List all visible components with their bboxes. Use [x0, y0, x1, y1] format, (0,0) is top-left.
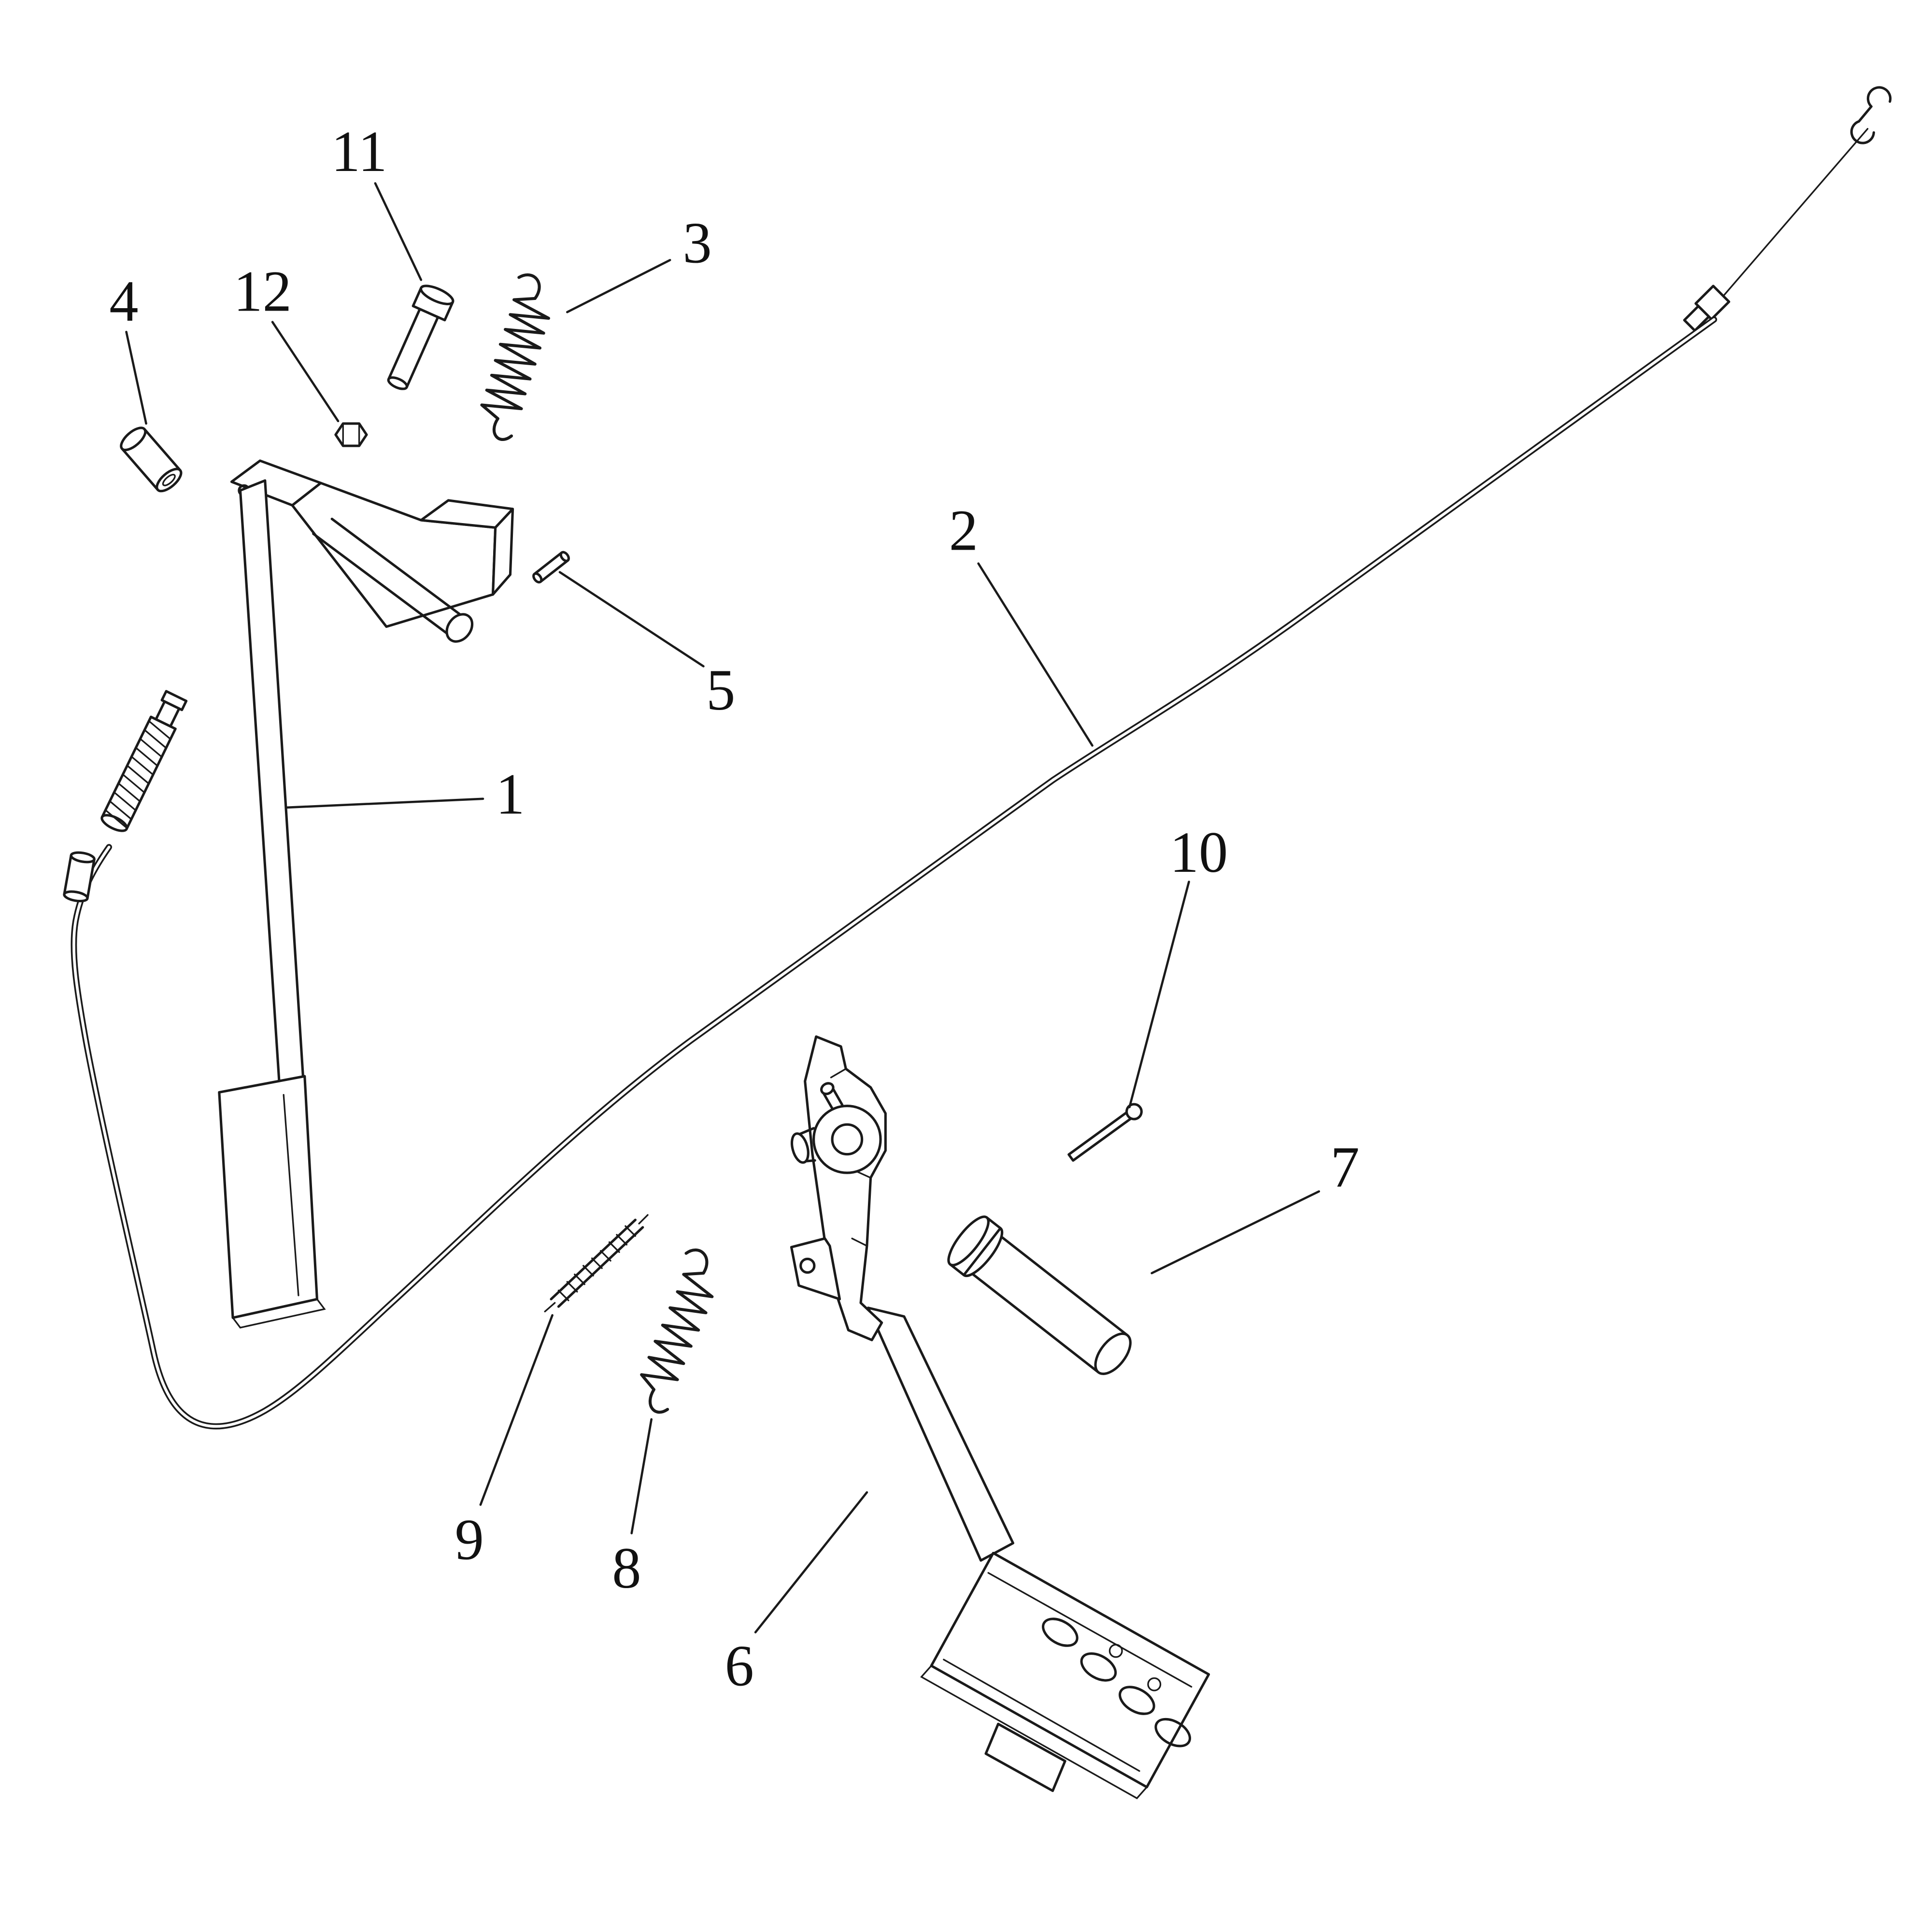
leader-line-8	[630, 1418, 653, 1534]
callout-1: 1	[496, 763, 525, 827]
leader-line-4	[125, 330, 147, 425]
callout-labels: 1 2 3 4 5 6 7 8 9 10 11 12	[109, 120, 1359, 1699]
callout-8: 8	[612, 1536, 641, 1601]
lever-top-face	[230, 459, 322, 507]
pedal-pivot-boss	[790, 1082, 882, 1174]
spring-coil	[640, 1271, 714, 1391]
part-3-spring	[480, 273, 550, 441]
leader-line-3	[566, 259, 671, 313]
part-1-lever-assembly	[218, 459, 514, 1329]
callout-2: 2	[949, 498, 978, 563]
part-6-pedal-assembly	[790, 1035, 1210, 1800]
pedal-arm-flange	[790, 1237, 841, 1301]
callout-9: 9	[455, 1508, 484, 1572]
spring-top-hook	[684, 1248, 709, 1275]
part-4-bushing	[120, 426, 183, 493]
leader-line-6	[754, 1491, 868, 1634]
spring-bottom-hook	[492, 417, 513, 441]
pedal-hole	[1042, 1618, 1079, 1647]
pedal-hole	[1080, 1652, 1117, 1682]
leader-line-5	[558, 571, 705, 668]
spring-coil	[480, 297, 550, 420]
lever-rod-end	[445, 613, 474, 643]
cable-threaded-adjuster	[100, 690, 188, 832]
callout-4: 4	[109, 270, 138, 334]
part-11-bolt	[387, 284, 455, 390]
flange-hole	[799, 1257, 816, 1274]
callout-11: 11	[331, 120, 387, 184]
leader-lines	[125, 182, 1321, 1634]
pedal-bottom-bracket	[984, 1722, 1066, 1792]
pedal-lower-bar	[867, 1307, 1014, 1562]
part-7-clevis-pin	[947, 1215, 1132, 1375]
spring-top-hook	[517, 273, 541, 300]
callout-6: 6	[725, 1634, 754, 1699]
part-9-small-spring	[544, 1214, 649, 1313]
callout-12: 12	[233, 260, 291, 324]
lever-bar	[239, 479, 305, 1094]
leader-line-7	[1151, 1190, 1321, 1275]
bolt-shank	[387, 308, 440, 389]
callout-3: 3	[682, 212, 711, 276]
part-5-pin	[532, 551, 570, 584]
leader-line-10	[1128, 881, 1190, 1108]
part-10-pin	[1067, 1103, 1143, 1162]
lever-paddle-plate	[218, 1075, 318, 1319]
callout-5: 5	[706, 658, 735, 723]
leader-line-12	[271, 321, 340, 423]
leader-line-9	[479, 1314, 554, 1506]
callout-10: 10	[1170, 821, 1228, 885]
pedal-plate	[930, 1551, 1210, 1789]
part-12-nut	[334, 422, 368, 447]
leader-line-2	[977, 562, 1094, 747]
cable-hook-end-icon	[1850, 86, 1892, 144]
pedal-hole	[1154, 1718, 1192, 1747]
leader-line-1	[286, 797, 484, 809]
leader-line-11	[374, 182, 423, 281]
callout-7: 7	[1330, 1135, 1359, 1199]
cable-ferrule	[63, 851, 96, 903]
part-2-cable	[63, 86, 1892, 1430]
pedal-hole	[1119, 1686, 1155, 1715]
pin-tip	[1094, 1332, 1132, 1375]
cable-end-fitting	[1683, 284, 1731, 332]
spring-bottom-hook	[648, 1388, 669, 1414]
lever-block-side	[491, 508, 514, 596]
pedal-upper-arm	[804, 1035, 887, 1341]
part-8-spring	[640, 1248, 714, 1414]
